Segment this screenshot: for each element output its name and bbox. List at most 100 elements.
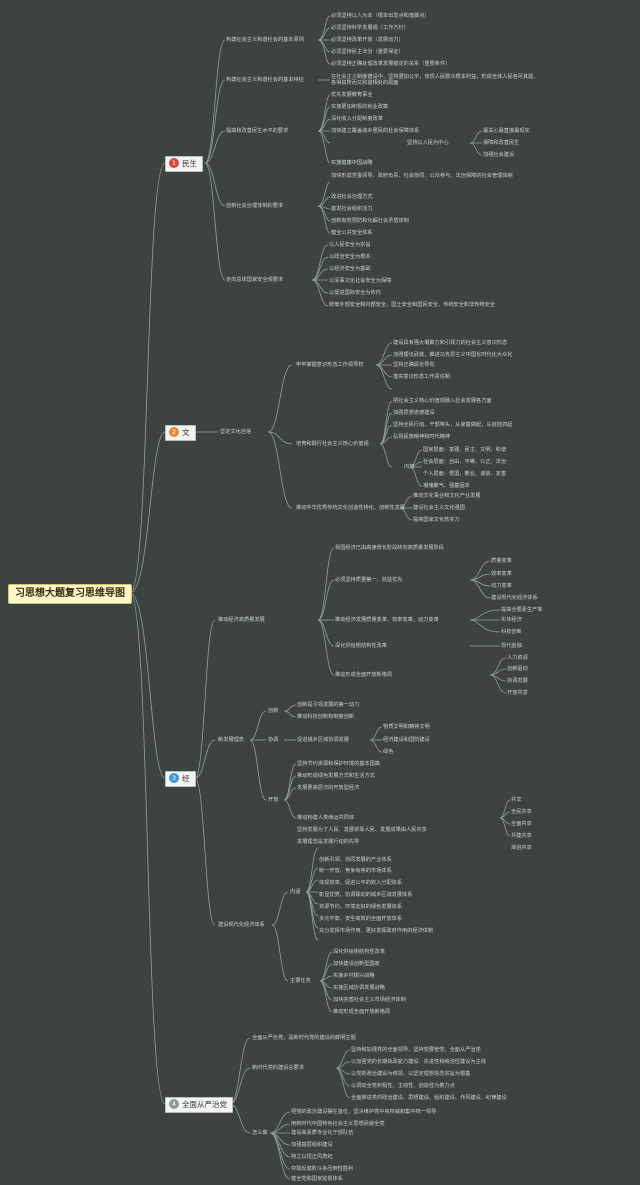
topic-node: 现代金融 bbox=[501, 643, 522, 649]
number-badge: 1 bbox=[169, 158, 179, 168]
topic-node: 建设社会主义文化强国 bbox=[413, 505, 465, 511]
topic-node: 推动形成绿色发展方式和生活方式 bbox=[297, 773, 375, 779]
topic-node: 实施健康中国战略 bbox=[331, 160, 373, 166]
topic-node: 充分发挥市场作用、更好发挥政府作用的经济体制 bbox=[319, 928, 434, 934]
topic-node: 实施区域协调发展战略 bbox=[333, 985, 385, 991]
topic-node: 凝魂聚气、强基固本 bbox=[423, 483, 470, 489]
branch-label: 民生 bbox=[182, 159, 197, 168]
topic-node: 以军事文化社会安全为保障 bbox=[329, 278, 392, 284]
topic-node: 彰显优势、协调联动的城乡区域发展体系 bbox=[319, 892, 413, 898]
topic-node: 协调发展 bbox=[507, 678, 528, 684]
topic-node: 经济建设和国防建设 bbox=[383, 737, 430, 743]
topic-node: 多元平衡、安全高效的全面开放体系 bbox=[319, 916, 403, 922]
topic-node: 提高和改善民生水平的要求 bbox=[226, 128, 289, 134]
topic-node: 必须坚持质量第一、效益优先 bbox=[335, 577, 403, 583]
topic-node: 构建社会主义和谐社会的基本原则 bbox=[226, 37, 304, 43]
topic-node: 坚持正确舆论导向 bbox=[393, 362, 435, 368]
topic-node: 以调动全党积极性、主动性、创造性为着力点 bbox=[351, 1083, 455, 1089]
topic-node: 持之以恒正风肃纪 bbox=[291, 1154, 333, 1160]
topic-node: 物质文明和精神文明 bbox=[383, 724, 430, 730]
topic-node: 我国经济已由高速增长阶段转向高质量发展阶段 bbox=[335, 545, 444, 551]
topic-node: 社会层面：自由、平等、公正、法治 bbox=[423, 459, 507, 465]
topic-node: 落实意识形态工作责任制 bbox=[393, 374, 451, 380]
topic-node: 健全党和国家监督体系 bbox=[291, 1176, 343, 1182]
topic-node: 渐进共享 bbox=[511, 845, 532, 851]
topic-node: 促进城乡区域协调发展 bbox=[297, 737, 349, 743]
topic-node: 开放共享 bbox=[507, 690, 528, 696]
topic-node: 深化供给侧结构性改革 bbox=[335, 643, 387, 649]
topic-node: 深化供给侧结构性改革 bbox=[333, 949, 385, 955]
topic-node: 把党的政治建设摆在首位，坚决维护党中央权威和集中统一领导 bbox=[291, 1109, 437, 1115]
topic-node: 新时代党的建设总要求 bbox=[252, 1065, 304, 1071]
topic-node: 发展更高层次的开放型经济 bbox=[297, 785, 360, 791]
topic-node: 人力资源 bbox=[507, 655, 528, 661]
topic-node: 推动形成全面开放新格局 bbox=[333, 1009, 391, 1015]
topic-node: 主要任务 bbox=[290, 978, 311, 984]
topic-node: 加强理论武装，推进马克思主义中国化时代化大众化 bbox=[393, 352, 513, 358]
topic-node: 建设高素质专业化干部队伍 bbox=[291, 1130, 354, 1136]
topic-node: 健全公共安全体系 bbox=[331, 230, 373, 236]
topic-node: 深化收入分配制度改革 bbox=[331, 116, 383, 122]
topic-node: 效率变革 bbox=[491, 571, 512, 577]
number-badge: 2 bbox=[169, 427, 179, 437]
topic-node: 必须坚持科学发展观（工作方针） bbox=[331, 25, 409, 31]
topic-node: 培育和践行社会主义核心价值观 bbox=[296, 441, 369, 447]
branch-label: 文 bbox=[182, 428, 190, 437]
topic-node: 全面共享 bbox=[511, 821, 532, 827]
topic-node: 把社会主义核心价值观融入社会发展各方面 bbox=[393, 398, 492, 404]
topic-node: 创新有效预防和化解社会矛盾体制 bbox=[331, 218, 409, 224]
topic-node: 必须坚持民主法治（重要保证） bbox=[331, 49, 404, 55]
topic-node: 统筹外部安全和内部安全、国土安全和国民安全、传统安全和非传统安全 bbox=[329, 302, 496, 308]
topic-node: 必须坚持改革开放（发展动力） bbox=[331, 37, 404, 43]
topic-node: 用新时代中国特色社会主义思想武装全党 bbox=[291, 1121, 385, 1127]
topic-node: 内涵 bbox=[290, 889, 301, 895]
topic-node: 坚持和加强党的全面领导，坚持党要管党、全面从严治党 bbox=[351, 1047, 481, 1053]
topic-node: 统一开放、竞争有序的市场体系 bbox=[319, 868, 392, 874]
topic-node: 加强社会建设 bbox=[483, 152, 515, 158]
topic-node: 加快建设创新型国家 bbox=[333, 961, 380, 967]
topic-node: 怎么做 bbox=[252, 1130, 268, 1136]
topic-node: 提高全要素生产率 bbox=[501, 607, 543, 613]
topic-node: 创新是引领发展的第一动力 bbox=[297, 702, 360, 708]
topic-node: 保障和改善民生 bbox=[483, 140, 520, 146]
topic-node: 坚持节约资源和保护环境的基本国策 bbox=[297, 761, 381, 767]
topic-node: 加快完善社会主义市场经济体制 bbox=[333, 997, 406, 1003]
topic-node: 建设现代化经济体系 bbox=[491, 595, 538, 601]
topic-node: 推动科技创新和制度创新 bbox=[297, 714, 355, 720]
topic-node: 坚持以人民为中心 bbox=[407, 140, 449, 146]
topic-node: 改进社会治理方式 bbox=[331, 194, 373, 200]
topic-node: 协调 bbox=[268, 737, 279, 743]
topic-node: 加快建立覆盖城乡居民的社会保障体系 bbox=[331, 128, 420, 134]
topic-node: 绿色 bbox=[383, 749, 394, 755]
topic-node: 国家层面：富强、民主、文明、和谐 bbox=[423, 447, 507, 453]
root-title: 习思想大题复习思维导图 bbox=[8, 584, 132, 604]
topic-node: 以人民安全为宗旨 bbox=[329, 242, 371, 248]
topic-node: 建设具有强大凝聚力和引领力的社会主义意识形态 bbox=[393, 340, 508, 346]
topic-node: 必须坚持以人为本（根本出发点和落脚点） bbox=[331, 13, 430, 19]
topic-node: 最关心最直接最现实 bbox=[483, 128, 530, 134]
topic-node: 以党的政治建设为统领，以坚定理想信念宗旨为根基 bbox=[351, 1071, 471, 1077]
topic-node: 牢牢掌握意识形态工作领导权 bbox=[296, 362, 364, 368]
topic-node: 动力变革 bbox=[491, 583, 512, 589]
topic-node: 走向总体国家安全观要求 bbox=[226, 277, 284, 283]
topic-node: 发展理念是发展行动的先导 bbox=[297, 839, 360, 845]
topic-node: 推动经济发展质量变革、效率变革、动力变革 bbox=[335, 617, 439, 623]
topic-node: 创新 bbox=[268, 708, 279, 714]
topic-node: 以经济安全为基础 bbox=[329, 266, 371, 272]
topic-node: 全面从严治党，是新时代党的建设的鲜明主题 bbox=[252, 1035, 356, 1041]
topic-node: 全面推进党的政治建设、思想建设、组织建设、作风建设、纪律建设 bbox=[351, 1095, 507, 1101]
topic-node: 建设现代化经济体系 bbox=[218, 922, 265, 928]
topic-node: 坚持全民行动、干部带头，从家庭做起，从娃娃抓起 bbox=[393, 422, 513, 428]
topic-node: 必须坚持正确处理改革发展稳定的关系（重要条件） bbox=[331, 61, 451, 67]
topic-node: 弘扬民族精神和时代精神 bbox=[393, 434, 451, 440]
topic-node: 实施乡村振兴战略 bbox=[333, 973, 375, 979]
topic-node: 推动中华优秀传统文化创造性转化、创新性发展 bbox=[296, 505, 405, 511]
topic-node: 创新驱动 bbox=[507, 666, 528, 672]
topic-node: 质量变革 bbox=[491, 558, 512, 564]
topic-node: 推动构建人类命运共同体 bbox=[297, 815, 355, 821]
